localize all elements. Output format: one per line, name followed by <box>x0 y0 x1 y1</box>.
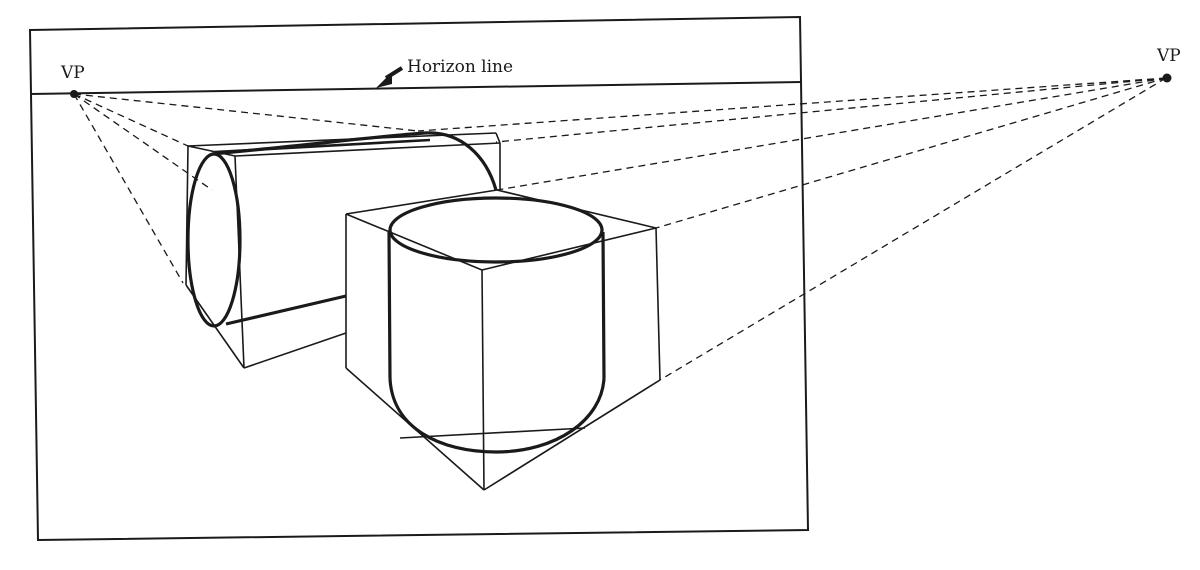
cylinder-end-ellipse <box>186 152 242 328</box>
cylinder-right-edge <box>601 231 606 379</box>
horizon-line <box>29 81 803 95</box>
box-edge <box>187 145 236 157</box>
cylinder-left-edge <box>387 231 392 379</box>
vanishing-point-left-marker <box>70 90 78 98</box>
arrow-pointing-to-horizon-icon <box>376 66 404 88</box>
box-edge <box>399 427 586 439</box>
cylinder-top-inner-edge <box>214 138 431 154</box>
box-edge <box>185 145 189 286</box>
box-edge <box>481 227 657 271</box>
construction-line <box>73 93 189 147</box>
box-edge <box>243 332 347 369</box>
vp-right-label: VP <box>1156 46 1181 66</box>
vanishing-point-right-marker <box>1162 73 1172 83</box>
horizontal-cylinder <box>186 131 498 328</box>
box-edge <box>234 142 501 157</box>
construction-line <box>496 77 1167 191</box>
vp-left-label: VP <box>60 63 85 83</box>
vertical-cylinder <box>387 196 606 454</box>
construction-line <box>73 93 213 191</box>
construction-line <box>73 93 184 284</box>
horizon-line-label: Horizon line <box>407 57 513 77</box>
cylinder-top-edge <box>211 131 498 191</box>
construction-line <box>73 93 419 132</box>
box-edge <box>481 269 485 491</box>
construction-line <box>495 77 1167 143</box>
construction-line <box>417 77 1167 132</box>
picture-frame <box>28 15 810 542</box>
vanishing-construction-lines <box>73 77 1167 381</box>
cylinder-bottom-edge <box>225 294 347 326</box>
cylinder-bottom-curve <box>388 377 606 454</box>
back-box <box>185 132 501 369</box>
construction-line <box>659 77 1167 381</box>
box-edge <box>495 132 501 144</box>
construction-line <box>655 77 1167 229</box>
box-edge <box>655 227 661 381</box>
box-edge <box>483 379 661 491</box>
cylinder-top-ellipse <box>388 196 604 264</box>
box-edge <box>345 189 498 215</box>
